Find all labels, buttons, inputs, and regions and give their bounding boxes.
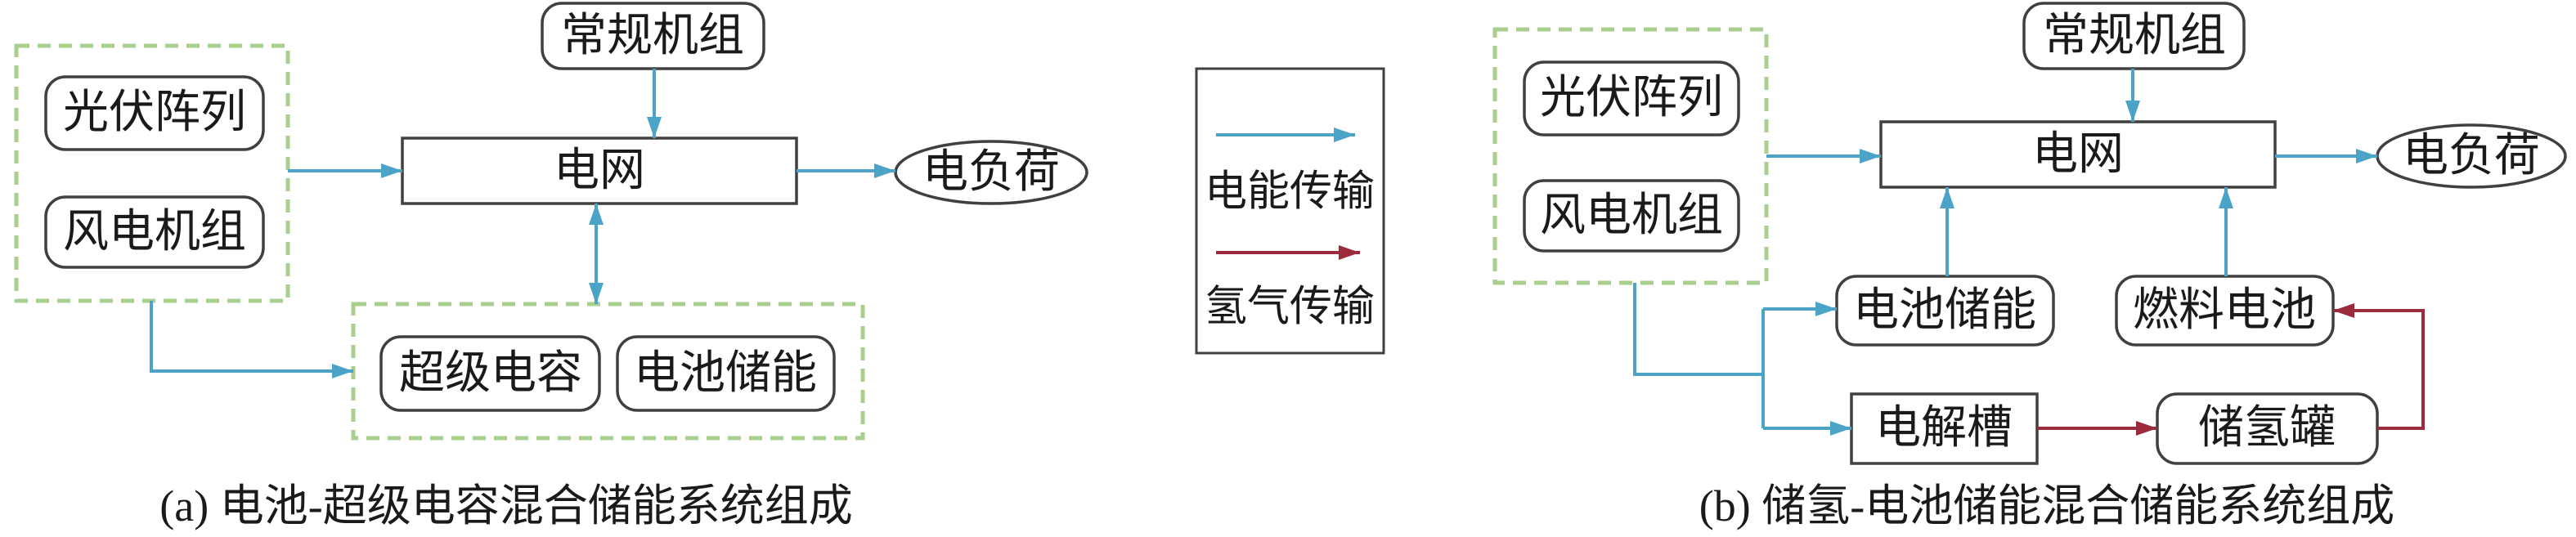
load-label: 电负荷 <box>2403 131 2540 181</box>
node-conventional-unit-b: 常规机组 <box>2022 2 2246 70</box>
wind-unit-label: 风电机组 <box>63 207 246 257</box>
conventional-unit-label: 常规机组 <box>2043 11 2226 61</box>
pv-array-box <box>1523 60 1740 136</box>
node-battery-storage-a: 电池储能 <box>616 335 836 412</box>
arrow-tank-to-fuel-cell-b <box>2333 303 2425 430</box>
node-wind-unit-a: 风电机组 <box>44 195 265 269</box>
legend-power-label: 电能传输 <box>1205 169 1375 216</box>
caption-a: (a) 电池-超级电容混合储能系统组成 <box>159 481 852 530</box>
pv-array-label: 光伏阵列 <box>63 87 246 138</box>
legend: 电能传输 氢气传输 <box>1195 67 1385 355</box>
node-conventional-unit-a: 常规机组 <box>541 2 765 70</box>
node-pv-array-a: 光伏阵列 <box>44 75 265 151</box>
battery-storage-box <box>616 335 836 412</box>
grid-label: 电网 <box>2032 129 2124 180</box>
battery-storage-label: 电池储能 <box>1853 285 2036 336</box>
node-electrolyzer-b: 电解槽 <box>1850 392 2039 465</box>
supercapacitor-label: 超级电容 <box>399 348 582 399</box>
diagram-b: 光伏阵列 风电机组 常规机组 电网 电负荷 电池储能 燃料电池 <box>1492 2 2567 530</box>
electrolyzer-box <box>1850 392 2039 465</box>
supercapacitor-box <box>379 335 601 412</box>
legend-hydrogen-label: 氢气传输 <box>1205 284 1375 331</box>
grid-label: 电网 <box>554 145 645 196</box>
caption-b: (b) 储氢-电池储能混合储能系统组成 <box>1699 481 2394 530</box>
legend-box <box>1195 67 1385 355</box>
node-hydrogen-tank-b: 储氢罐 <box>2156 392 2379 465</box>
fuel-cell-label: 燃料电池 <box>2133 285 2316 336</box>
node-load-b: 电负荷 <box>2376 123 2567 189</box>
arrow-renewables-to-storage-a <box>150 301 353 378</box>
renewable-group-b <box>1492 27 1769 285</box>
grid-box <box>1879 120 2277 189</box>
node-pv-array-b: 光伏阵列 <box>1523 60 1740 136</box>
electrolyzer-label: 电解槽 <box>1875 403 2013 454</box>
diagram-a: 光伏阵列 风电机组 常规机组 电网 电负荷 超级电容 电池储能 <box>14 2 1088 530</box>
wind-unit-label: 风电机组 <box>1540 190 1723 241</box>
node-supercapacitor-a: 超级电容 <box>379 335 601 412</box>
node-fuel-cell-b: 燃料电池 <box>2115 275 2335 347</box>
node-wind-unit-b: 风电机组 <box>1523 179 1740 253</box>
conventional-unit-label: 常规机组 <box>561 11 744 61</box>
wind-unit-box <box>1523 179 1740 253</box>
node-battery-storage-b: 电池储能 <box>1835 275 2055 347</box>
line-renewables-trunk-b <box>1633 283 1763 376</box>
node-grid-a: 电网 <box>401 136 798 205</box>
pv-array-label: 光伏阵列 <box>1540 73 1723 123</box>
wind-unit-box <box>44 195 265 269</box>
node-grid-b: 电网 <box>1879 120 2277 189</box>
load-label: 电负荷 <box>922 147 1060 198</box>
hydrogen-tank-label: 储氢罐 <box>2198 403 2336 454</box>
pv-array-box <box>44 75 265 151</box>
node-load-a: 电负荷 <box>894 140 1088 205</box>
battery-storage-label: 电池储能 <box>634 348 817 399</box>
